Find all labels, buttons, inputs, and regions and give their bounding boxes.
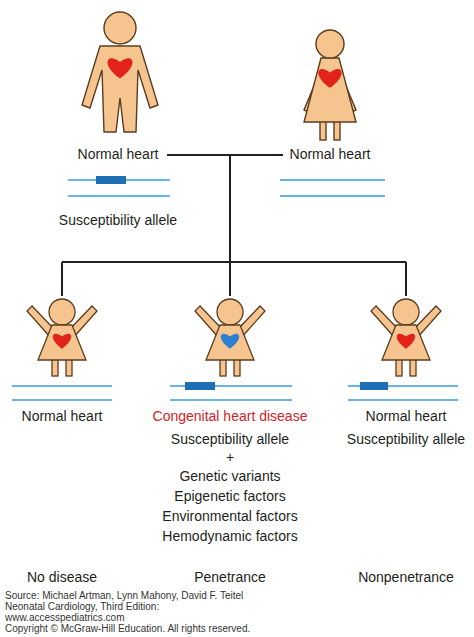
parent-label: Normal heart xyxy=(78,146,159,163)
allele-label: Susceptibility allele xyxy=(347,431,465,448)
child-label: Normal heart xyxy=(22,408,103,425)
factor-label: Epigenetic factors xyxy=(174,488,285,505)
factor-label: Genetic variants xyxy=(179,468,280,485)
source-note: Copyright © McGraw-Hill Education. All r… xyxy=(5,623,250,634)
disease-label: Congenital heart disease xyxy=(153,408,308,425)
source-note: Source: Michael Artman, Lynn Mahony, Dav… xyxy=(5,590,243,601)
parent-label: Normal heart xyxy=(290,146,371,163)
allele-label: Susceptibility allele xyxy=(59,212,177,229)
father-figure xyxy=(82,12,158,132)
outcome-label: No disease xyxy=(27,569,97,586)
source-note: www.accesspediatrics.com xyxy=(5,612,124,623)
allele-marks xyxy=(96,176,388,390)
factor-label: Hemodynamic factors xyxy=(162,528,297,545)
source-note: Neonatal Cardiology, Third Edition: xyxy=(5,601,159,612)
allele-label: Susceptibility allele xyxy=(171,431,289,448)
child-figures xyxy=(27,299,441,376)
outcome-label: Penetrance xyxy=(194,569,266,586)
chromosome-pairs xyxy=(12,180,458,400)
plus-sign: + xyxy=(226,449,234,466)
mother-figure xyxy=(304,30,356,140)
factor-label: Environmental factors xyxy=(162,508,297,525)
child-label: Normal heart xyxy=(366,408,447,425)
outcome-label: Nonpenetrance xyxy=(358,569,454,586)
